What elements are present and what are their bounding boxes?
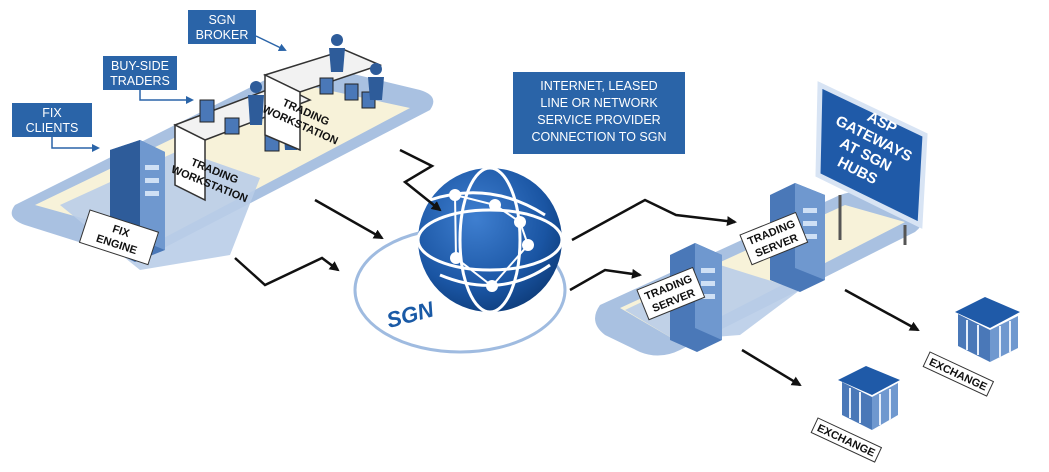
sgn-broker-line2: BROKER (196, 28, 249, 42)
connection-line4: CONNECTION TO SGN (532, 130, 667, 144)
arrow-sgn-to-server-left (569, 268, 642, 292)
arrow-server-right-to-exchange (844, 288, 920, 332)
arrow-ws-back-to-globe (399, 148, 442, 212)
sgn-label: SGN (384, 296, 438, 333)
globe-icon (416, 166, 564, 314)
connection-label: INTERNET, LEASED LINE OR NETWORK SERVICE… (513, 72, 685, 154)
monitor-icon (319, 77, 376, 109)
sgn-broker-label: SGN BROKER (188, 10, 287, 51)
person-icon (329, 34, 384, 100)
fix-clients-label: FIX CLIENTS (12, 103, 100, 152)
arrow-ws-front-to-sgn (314, 198, 384, 240)
right-platform (595, 191, 923, 356)
fix-clients-line1: FIX (42, 106, 62, 120)
exchange-right-plate: EXCHANGE (922, 351, 995, 397)
connection-line1: INTERNET, LEASED (540, 79, 657, 93)
fix-engine-plate: FIX ENGINE (78, 209, 160, 266)
monitor-icon (199, 99, 280, 152)
arrow-globe-to-server-right (571, 198, 737, 242)
building-icon (955, 297, 1020, 362)
arrow-icon (234, 148, 920, 387)
fix-clients-line2: CLIENTS (26, 121, 79, 135)
buy-side-traders-label: BUY-SIDE TRADERS (103, 56, 194, 104)
connection-line3: SERVICE PROVIDER (537, 113, 660, 127)
arrow-fix-to-sgn (234, 256, 340, 287)
buy-side-line2: TRADERS (110, 74, 170, 88)
buy-side-line1: BUY-SIDE (111, 59, 169, 73)
fix-engine-line1: FIX (111, 223, 132, 240)
building-icon (838, 366, 900, 430)
sgn-broker-line1: SGN (208, 13, 235, 27)
connection-line2: LINE OR NETWORK (540, 96, 658, 110)
arrow-server-left-to-exchange (741, 348, 802, 387)
